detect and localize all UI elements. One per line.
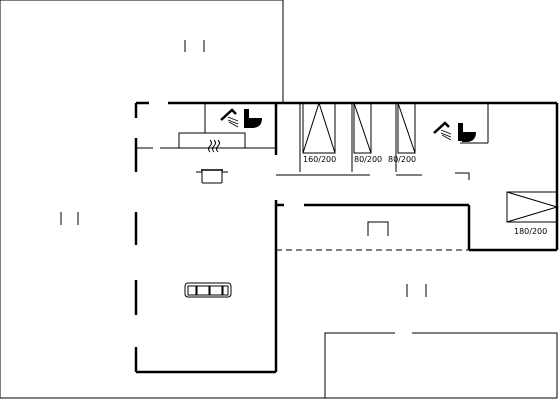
bed-label-2: 80/200: [354, 155, 382, 164]
shower-icon: [433, 121, 452, 141]
fireplace-icon: [367, 221, 389, 236]
cooking-pot-icon: [196, 139, 228, 184]
site-outline: [0, 0, 325, 399]
partitions: [136, 103, 489, 251]
sofa-icon: [184, 282, 232, 298]
bed-icon: [302, 101, 559, 223]
door-marks: [60, 40, 427, 297]
bed-label-4: 180/200: [514, 227, 547, 236]
terrace-outline-right: [395, 332, 558, 399]
terrace-outline: [324, 332, 395, 398]
shower-icon: [220, 108, 239, 128]
toilet-icon: [244, 109, 262, 128]
house-walls: [134, 101, 559, 374]
toilet-icon: [458, 123, 476, 142]
bed-label-1: 160/200: [303, 155, 336, 164]
bed-label-3: 80/200: [388, 155, 416, 164]
